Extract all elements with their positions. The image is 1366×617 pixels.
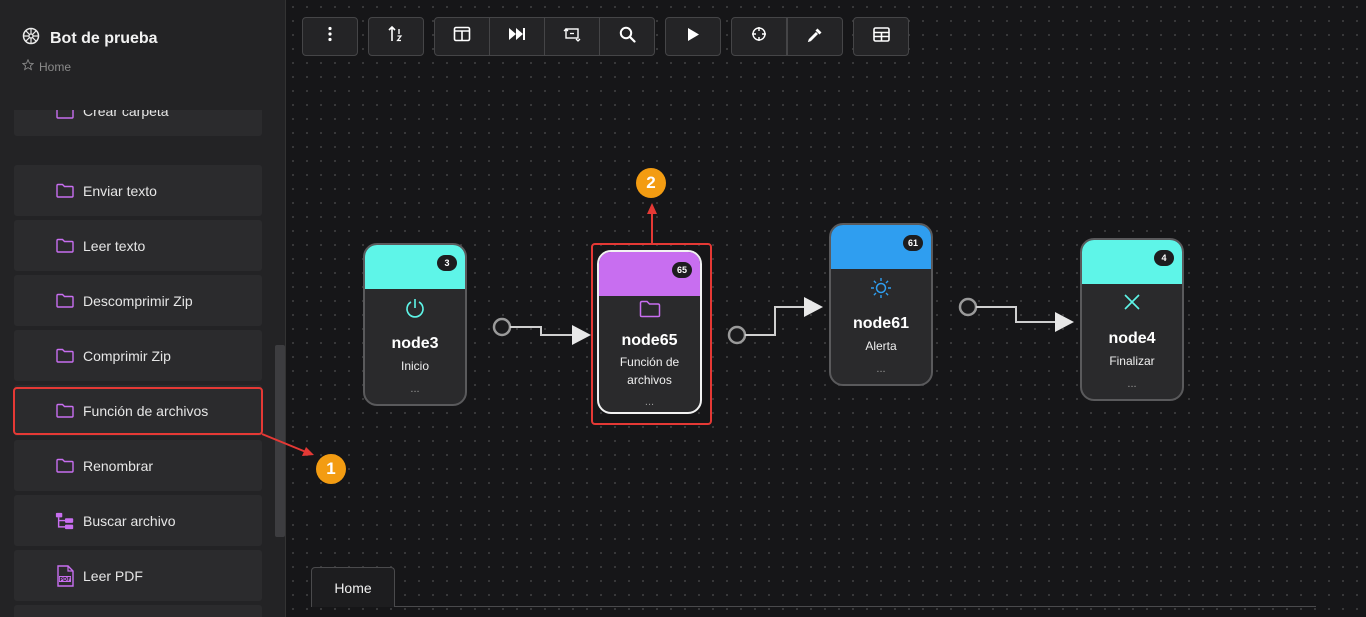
edge-node61-node4[interactable] (958, 297, 1074, 332)
more-options-button[interactable] (302, 17, 358, 56)
transform-icon (563, 26, 581, 47)
node-subtitle: Inicio (400, 359, 429, 373)
node-more[interactable]: ... (644, 396, 655, 408)
node-node3[interactable]: 3 node3 Inicio ... (363, 243, 467, 406)
layout-columns-button[interactable] (434, 17, 490, 56)
play-button[interactable] (665, 17, 721, 56)
sidebar: Crear carpeta Enviar texto Leer texto De… (0, 0, 286, 617)
folder-icon (55, 401, 75, 421)
folder-icon (55, 346, 75, 366)
skip-forward-icon (508, 27, 526, 46)
layout-columns-icon (453, 26, 471, 47)
node-badge: 61 (903, 235, 923, 251)
sidebar-item-label: Comprimir Zip (83, 347, 171, 364)
crosshair-button[interactable] (731, 17, 787, 56)
node-node61[interactable]: 61 node61 Alerta ... (829, 223, 933, 386)
pdf-icon: PDF (55, 564, 75, 587)
node-badge: 65 (672, 262, 692, 278)
sidebar-item-enviar-texto[interactable]: Enviar texto (14, 165, 262, 216)
sidebar-item-label: Descomprimir Zip (83, 292, 193, 309)
folder-icon (55, 236, 75, 256)
sidebar-item-descomprimir-zip[interactable]: Descomprimir Zip (14, 275, 262, 326)
sidebar-item-funcion-de-archivos[interactable]: Función de archivos (14, 385, 262, 436)
breadcrumb[interactable]: Home (21, 58, 72, 74)
node-title: node61 (852, 315, 909, 332)
sidebar-item-buscar-archivo[interactable]: Buscar archivo (14, 495, 262, 546)
sidebar-item-leer-texto[interactable]: Leer texto (14, 220, 262, 271)
annotation-box-1 (13, 387, 263, 435)
table-button[interactable] (853, 17, 909, 56)
folder-icon (55, 181, 75, 201)
annotation-box-2 (591, 243, 712, 425)
sun-icon (831, 277, 931, 299)
sidebar-item-label: Enviar texto (83, 182, 157, 199)
sidebar-item-leer-pdf[interactable]: PDF Leer PDF (14, 550, 262, 601)
node-more[interactable]: ... (876, 363, 886, 375)
sidebar-item-renombrar[interactable]: Renombrar (14, 440, 262, 491)
sidebar-item-label: Leer PDF (83, 567, 143, 584)
sidebar-item-comprimir-zip[interactable]: Comprimir Zip (14, 330, 262, 381)
sidebar-header: Bot de prueba Home (0, 0, 285, 110)
search-button[interactable] (599, 17, 655, 56)
tab-label: Home (334, 579, 372, 596)
sidebar-item-label: Renombrar (83, 457, 154, 474)
sidebar-item-label: Función de archivos (83, 402, 209, 419)
node-badge: 4 (1154, 250, 1174, 266)
sort-icon (387, 25, 405, 48)
eyedropper-button[interactable] (787, 17, 843, 56)
bot-title-text: Bot de prueba (50, 29, 158, 47)
edge-node65-node61[interactable] (727, 297, 823, 345)
play-icon (686, 27, 700, 47)
node-more[interactable]: ... (410, 383, 420, 395)
node-more[interactable]: ... (1127, 378, 1137, 390)
annotation-marker-1: 1 (316, 454, 346, 484)
annotation-arrow-2 (647, 203, 657, 243)
sort-button[interactable] (368, 17, 424, 56)
more-vertical-icon (328, 26, 332, 47)
folder-icon (55, 291, 75, 311)
svg-text:PDF: PDF (59, 577, 70, 583)
annotation-arrow-1 (261, 433, 314, 456)
breadcrumb-label: Home (39, 59, 72, 74)
wheel-icon (22, 27, 40, 50)
edge-node3-node65[interactable] (492, 317, 591, 345)
sidebar-item-label: Buscar archivo (83, 512, 176, 529)
node-title: node4 (1108, 330, 1156, 347)
node-subtitle: Alerta (865, 339, 897, 353)
crosshair-icon (751, 26, 767, 47)
folder-tree-icon (55, 511, 75, 531)
node-node65[interactable]: 65 node65 Función de archivos ... (597, 250, 702, 414)
folder-icon (599, 300, 700, 318)
search-icon (619, 26, 636, 48)
eyedropper-icon (807, 26, 824, 48)
bot-title: Bot de prueba (22, 27, 158, 50)
close-icon (1082, 292, 1182, 312)
flow-canvas[interactable] (286, 0, 1366, 617)
sidebar-item-label: Leer texto (83, 237, 146, 254)
table-icon (872, 26, 890, 47)
tab-home[interactable]: Home (311, 567, 395, 607)
node-subtitle: Finalizar (1109, 354, 1155, 368)
star-icon (21, 58, 35, 74)
transform-button[interactable] (544, 17, 600, 56)
node-badge: 3 (437, 255, 457, 271)
node-node4[interactable]: 4 node4 Finalizar ... (1080, 238, 1184, 401)
folder-icon (55, 456, 75, 476)
node-title: node3 (391, 335, 439, 352)
node-subtitle: Función de archivos (619, 355, 680, 387)
tab-bar-divider (311, 606, 1316, 607)
node-title: node65 (621, 332, 678, 349)
power-icon (365, 297, 465, 319)
sidebar-item-partial[interactable] (14, 605, 262, 617)
annotation-marker-2: 2 (636, 168, 666, 198)
